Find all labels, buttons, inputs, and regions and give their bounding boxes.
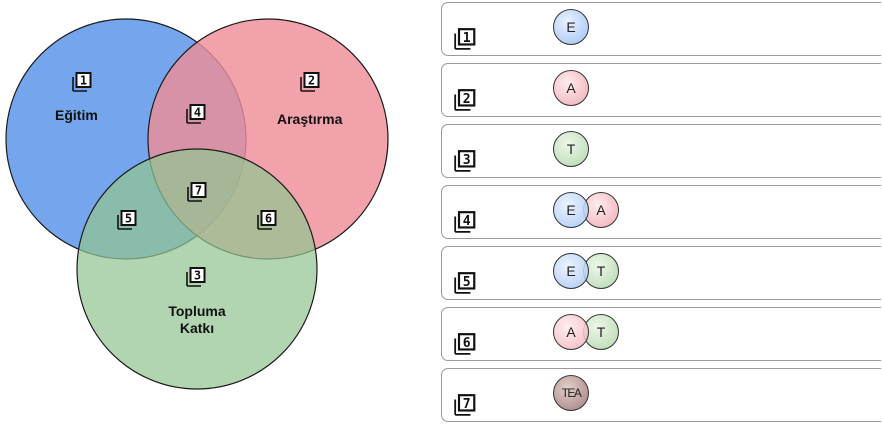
legend-row-7: 7 TEA <box>441 368 881 422</box>
badge-tea: TEA <box>553 375 589 411</box>
label-topluma-line2: Katkı <box>179 320 215 336</box>
legend-row-7-icon: 7 <box>453 393 477 417</box>
label-arastirma: Araştırma <box>277 111 343 127</box>
badge-e: E <box>553 192 589 228</box>
svg-text:5: 5 <box>463 275 471 290</box>
legend-row-3-icon: 3 <box>453 149 477 173</box>
svg-text:2: 2 <box>463 92 471 107</box>
svg-text:3: 3 <box>463 153 471 168</box>
region-2-icon: 2 <box>299 71 321 93</box>
region-6-icon: 6 <box>256 209 278 231</box>
svg-text:4: 4 <box>463 214 471 229</box>
svg-text:7: 7 <box>463 397 471 412</box>
badge-t: T <box>583 253 619 289</box>
badge-a: A <box>553 70 589 106</box>
svg-text:1: 1 <box>463 31 471 46</box>
legend-row-4: 4 A E <box>441 185 881 239</box>
venn-diagram <box>5 18 389 390</box>
legend-row-1: 1 E <box>441 2 881 56</box>
svg-text:5: 5 <box>125 212 132 226</box>
region-3-icon: 3 <box>185 266 207 288</box>
legend-row-4-icon: 4 <box>453 210 477 234</box>
legend-row-5-icon: 5 <box>453 271 477 295</box>
svg-text:6: 6 <box>265 212 272 226</box>
legend-panel: 1 E 2 A 3 T 4 A E 5 T E 6 T A 7 TEA <box>441 0 882 425</box>
region-4-icon: 4 <box>185 103 207 125</box>
badge-a: A <box>553 314 589 350</box>
svg-text:2: 2 <box>308 74 315 88</box>
label-topluma-line1: Topluma <box>168 303 226 319</box>
svg-text:7: 7 <box>195 184 202 198</box>
badge-t: T <box>583 314 619 350</box>
region-7-icon: 7 <box>186 181 208 203</box>
badge-e: E <box>553 253 589 289</box>
svg-text:6: 6 <box>463 336 471 351</box>
legend-row-2: 2 A <box>441 63 881 117</box>
legend-row-3: 3 T <box>441 124 881 178</box>
region-1-icon: 1 <box>71 71 93 93</box>
badge-t: T <box>553 131 589 167</box>
label-egitim: Eğitim <box>55 107 98 123</box>
legend-row-2-icon: 2 <box>453 88 477 112</box>
legend-row-1-icon: 1 <box>453 27 477 51</box>
region-5-icon: 5 <box>116 209 138 231</box>
svg-text:1: 1 <box>80 74 87 88</box>
label-topluma-katki: Topluma Katkı <box>150 303 244 337</box>
svg-text:4: 4 <box>194 106 201 120</box>
badge-a: A <box>583 192 619 228</box>
svg-text:3: 3 <box>194 269 201 283</box>
badge-e: E <box>553 9 589 45</box>
legend-row-6-icon: 6 <box>453 332 477 356</box>
legend-row-6: 6 T A <box>441 307 881 361</box>
legend-row-5: 5 T E <box>441 246 881 300</box>
